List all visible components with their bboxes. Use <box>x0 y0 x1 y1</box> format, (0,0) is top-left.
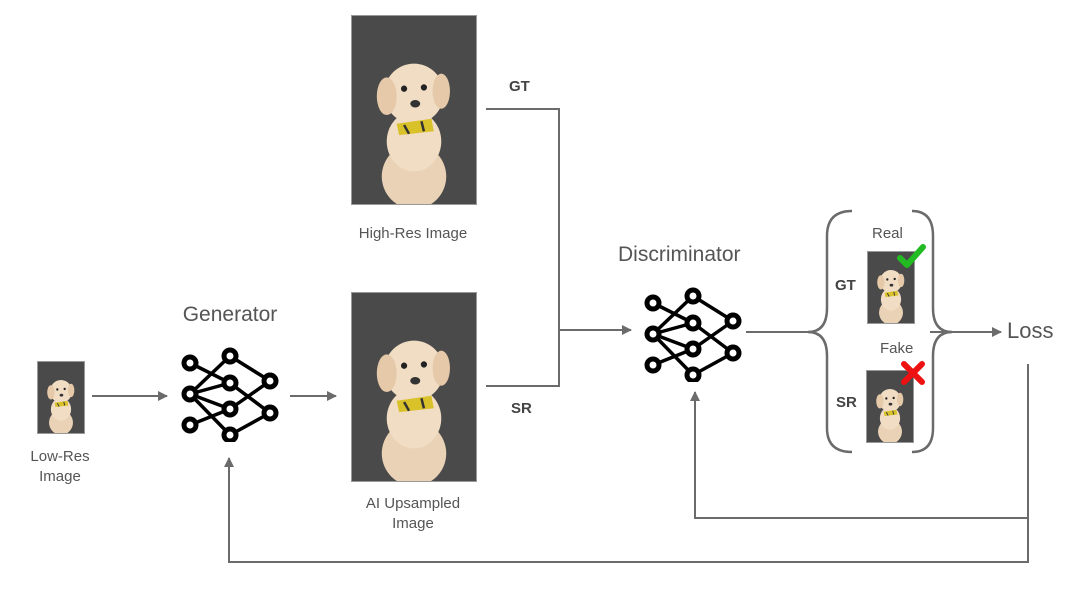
low-res-dog-image <box>37 361 85 434</box>
generator-title: Generator <box>182 303 278 326</box>
output-sr-label: SR <box>836 394 857 411</box>
low-res-label-line1: Low-Res <box>30 448 90 465</box>
cross-icon <box>901 361 925 385</box>
feedback-to-generator <box>224 457 1029 563</box>
sr-path-line <box>486 330 560 387</box>
check-icon <box>897 244 926 268</box>
right-brace <box>911 209 953 454</box>
sr-path-label: SR <box>511 400 532 417</box>
high-res-dog-image <box>351 15 477 205</box>
low-res-label-line2: Image <box>39 468 81 485</box>
real-label: Real <box>872 225 903 242</box>
sr-output-dog-image <box>866 370 914 443</box>
discriminator-title: Discriminator <box>618 243 741 266</box>
gt-path-line <box>486 108 560 330</box>
high-res-label: High-Res Image <box>358 225 468 242</box>
gt-output-dog-image <box>867 251 915 324</box>
feedback-to-discriminator <box>690 364 1029 519</box>
upsampled-dog-image <box>351 292 477 482</box>
upsampled-label-line1: AI Upsampled <box>365 495 461 512</box>
loss-label: Loss <box>1007 318 1054 343</box>
gt-path-label: GT <box>509 78 530 95</box>
discriminator-network-icon <box>641 286 745 382</box>
generator-network-icon <box>178 346 282 442</box>
low-res-label: Low-Res Image <box>10 447 110 487</box>
upsampled-label-line2: Image <box>392 515 434 532</box>
fake-label: Fake <box>880 340 914 357</box>
left-brace <box>807 209 853 454</box>
upsampled-label: AI Upsampled Image <box>330 494 496 534</box>
output-gt-label: GT <box>835 277 856 294</box>
